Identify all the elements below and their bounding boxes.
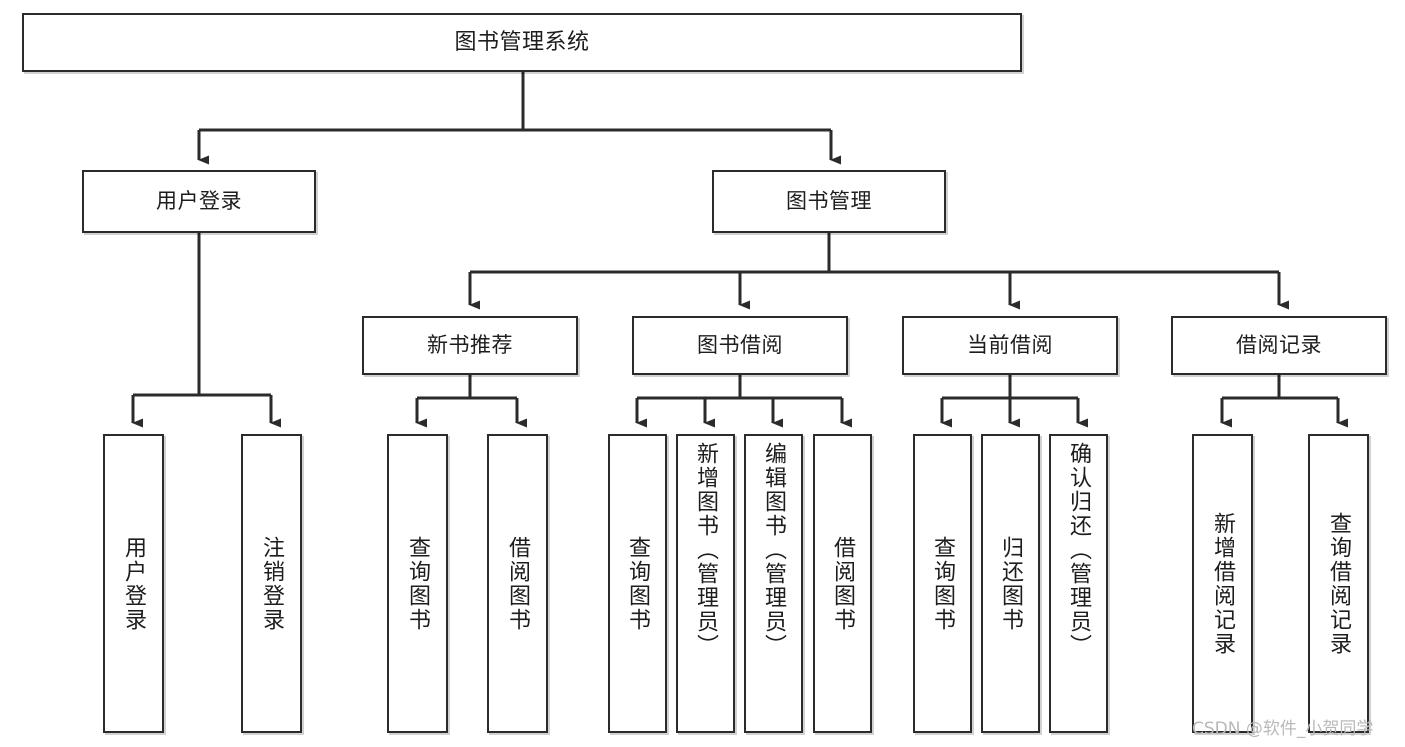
- node-label: 查询图书: [625, 535, 651, 632]
- node-label: 借阅记录: [1236, 333, 1322, 358]
- node-label: 新增图书（管理员）: [693, 442, 719, 658]
- node-current-borrow[interactable]: 当前借阅: [902, 316, 1118, 375]
- node-label: 新增借阅记录: [1210, 511, 1236, 656]
- leaf-query-book-current[interactable]: 查询图书: [913, 434, 972, 733]
- node-label: 图书借阅: [697, 333, 783, 358]
- node-label: 查询图书: [930, 535, 956, 632]
- leaf-query-book-recommend[interactable]: 查询图书: [387, 434, 448, 733]
- node-label: 用户登录: [156, 189, 242, 214]
- leaf-add-borrow-record[interactable]: 新增借阅记录: [1192, 434, 1253, 733]
- node-book-management[interactable]: 图书管理: [712, 170, 946, 233]
- node-label: 查询图书: [405, 535, 431, 632]
- node-label: 借阅图书: [505, 535, 531, 632]
- leaf-borrow-book-borrow[interactable]: 借阅图书: [813, 434, 872, 733]
- leaf-return-book[interactable]: 归还图书: [981, 434, 1040, 733]
- node-label: 确认归还（管理员）: [1066, 442, 1092, 658]
- node-label: 注销登录: [259, 535, 285, 632]
- node-book-management-system[interactable]: 图书管理系统: [22, 13, 1022, 72]
- node-label: 用户登录: [121, 535, 147, 632]
- node-user-login[interactable]: 用户登录: [82, 170, 316, 233]
- leaf-query-borrow-record[interactable]: 查询借阅记录: [1308, 434, 1369, 733]
- node-label: 图书管理系统: [454, 29, 590, 55]
- node-label: 当前借阅: [967, 333, 1053, 358]
- node-borrow-record[interactable]: 借阅记录: [1171, 316, 1387, 375]
- leaf-user-login[interactable]: 用户登录: [103, 434, 164, 733]
- node-new-book-recommend[interactable]: 新书推荐: [362, 316, 578, 375]
- leaf-add-book-admin[interactable]: 新增图书（管理员）: [676, 434, 735, 733]
- leaf-logout-login[interactable]: 注销登录: [241, 434, 302, 733]
- node-label: 新书推荐: [427, 333, 513, 358]
- node-label: 查询借阅记录: [1326, 511, 1352, 656]
- node-label: 图书管理: [786, 189, 872, 214]
- node-label: 借阅图书: [830, 535, 856, 632]
- node-label: 编辑图书（管理员）: [761, 442, 787, 658]
- node-label: 归还图书: [998, 535, 1024, 632]
- leaf-borrow-book-recommend[interactable]: 借阅图书: [487, 434, 548, 733]
- node-book-borrow[interactable]: 图书借阅: [632, 316, 848, 375]
- leaf-query-book-borrow[interactable]: 查询图书: [608, 434, 667, 733]
- leaf-confirm-return-admin[interactable]: 确认归还（管理员）: [1049, 434, 1108, 733]
- leaf-edit-book-admin[interactable]: 编辑图书（管理员）: [744, 434, 803, 733]
